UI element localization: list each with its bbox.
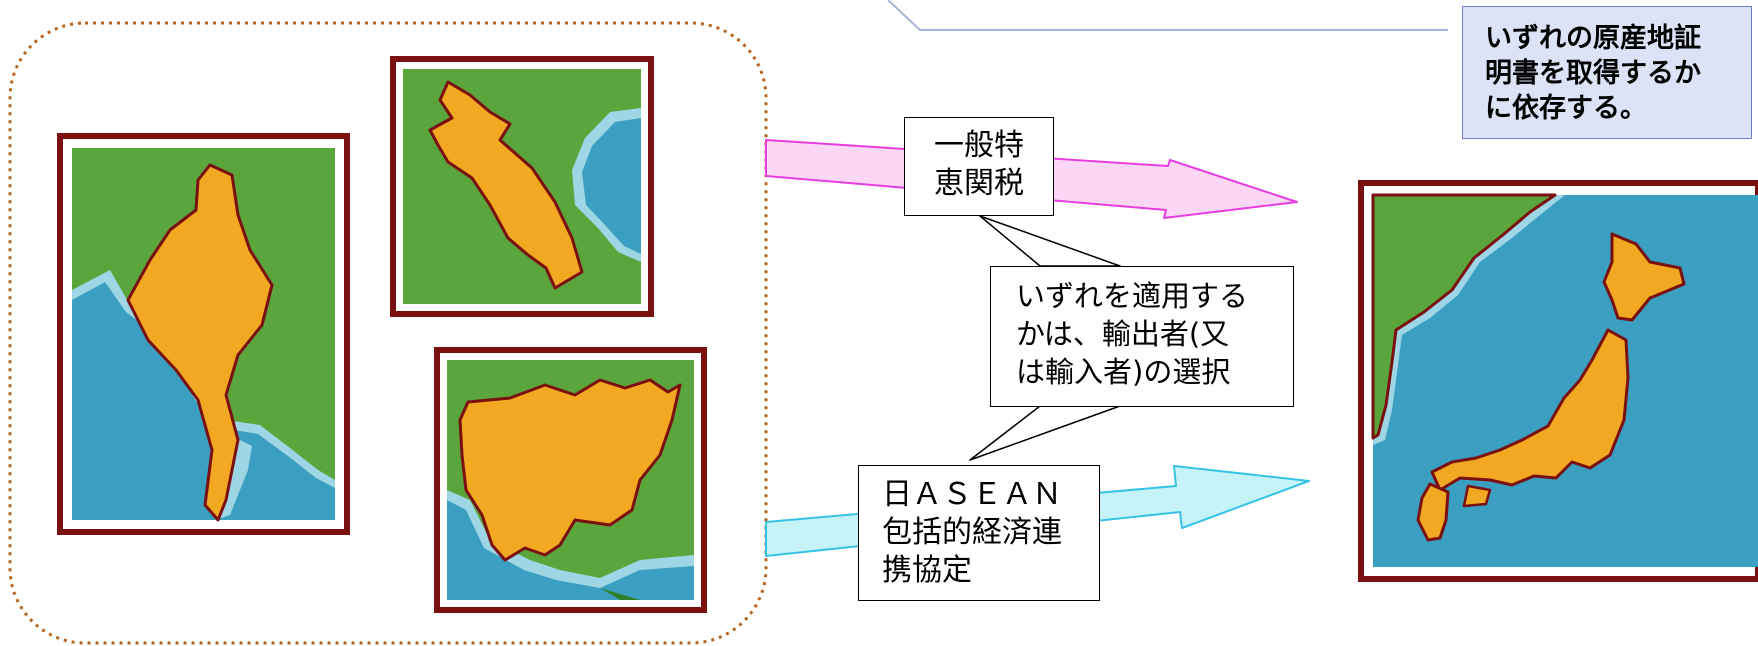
note-line: いずれの原産地証 — [1485, 23, 1701, 54]
note-line: に依存する。 — [1485, 93, 1647, 124]
choice-callout-line: かは、輸出者(又 — [1016, 317, 1230, 351]
ajcep-label-line: 包括的経済連 — [882, 515, 1062, 550]
choice-callout-line: は輸入者)の選択 — [1016, 355, 1231, 389]
japan-map — [1358, 180, 1758, 582]
choice-callout-line: いずれを適用する — [1016, 279, 1249, 313]
laos-map — [390, 56, 654, 317]
ajcep-label-line: 携協定 — [882, 553, 972, 588]
choice-callout-box: いずれを適用する かは、輸出者(又 は輸入者)の選択 — [990, 266, 1294, 407]
cambodia-map — [434, 347, 707, 613]
gsp-label-box: 一般特 恵関税 — [904, 117, 1054, 216]
gsp-label-line: 一般特 — [934, 128, 1024, 163]
callout-pointer-to-ajcep — [969, 405, 1121, 461]
ajcep-label-line: 日ＡＳＥＡＮ — [882, 477, 1062, 512]
ajcep-label-box: 日ＡＳＥＡＮ 包括的経済連 携協定 — [858, 465, 1100, 601]
callout-pointer-to-gsp — [979, 215, 1121, 267]
callout-connector-line — [887, 0, 1448, 31]
gsp-label-line: 恵関税 — [934, 166, 1024, 201]
certificate-note-box: いずれの原産地証 明書を取得するか に依存する。 — [1462, 6, 1752, 139]
note-line: 明書を取得するか — [1485, 58, 1701, 89]
myanmar-map — [57, 133, 350, 535]
